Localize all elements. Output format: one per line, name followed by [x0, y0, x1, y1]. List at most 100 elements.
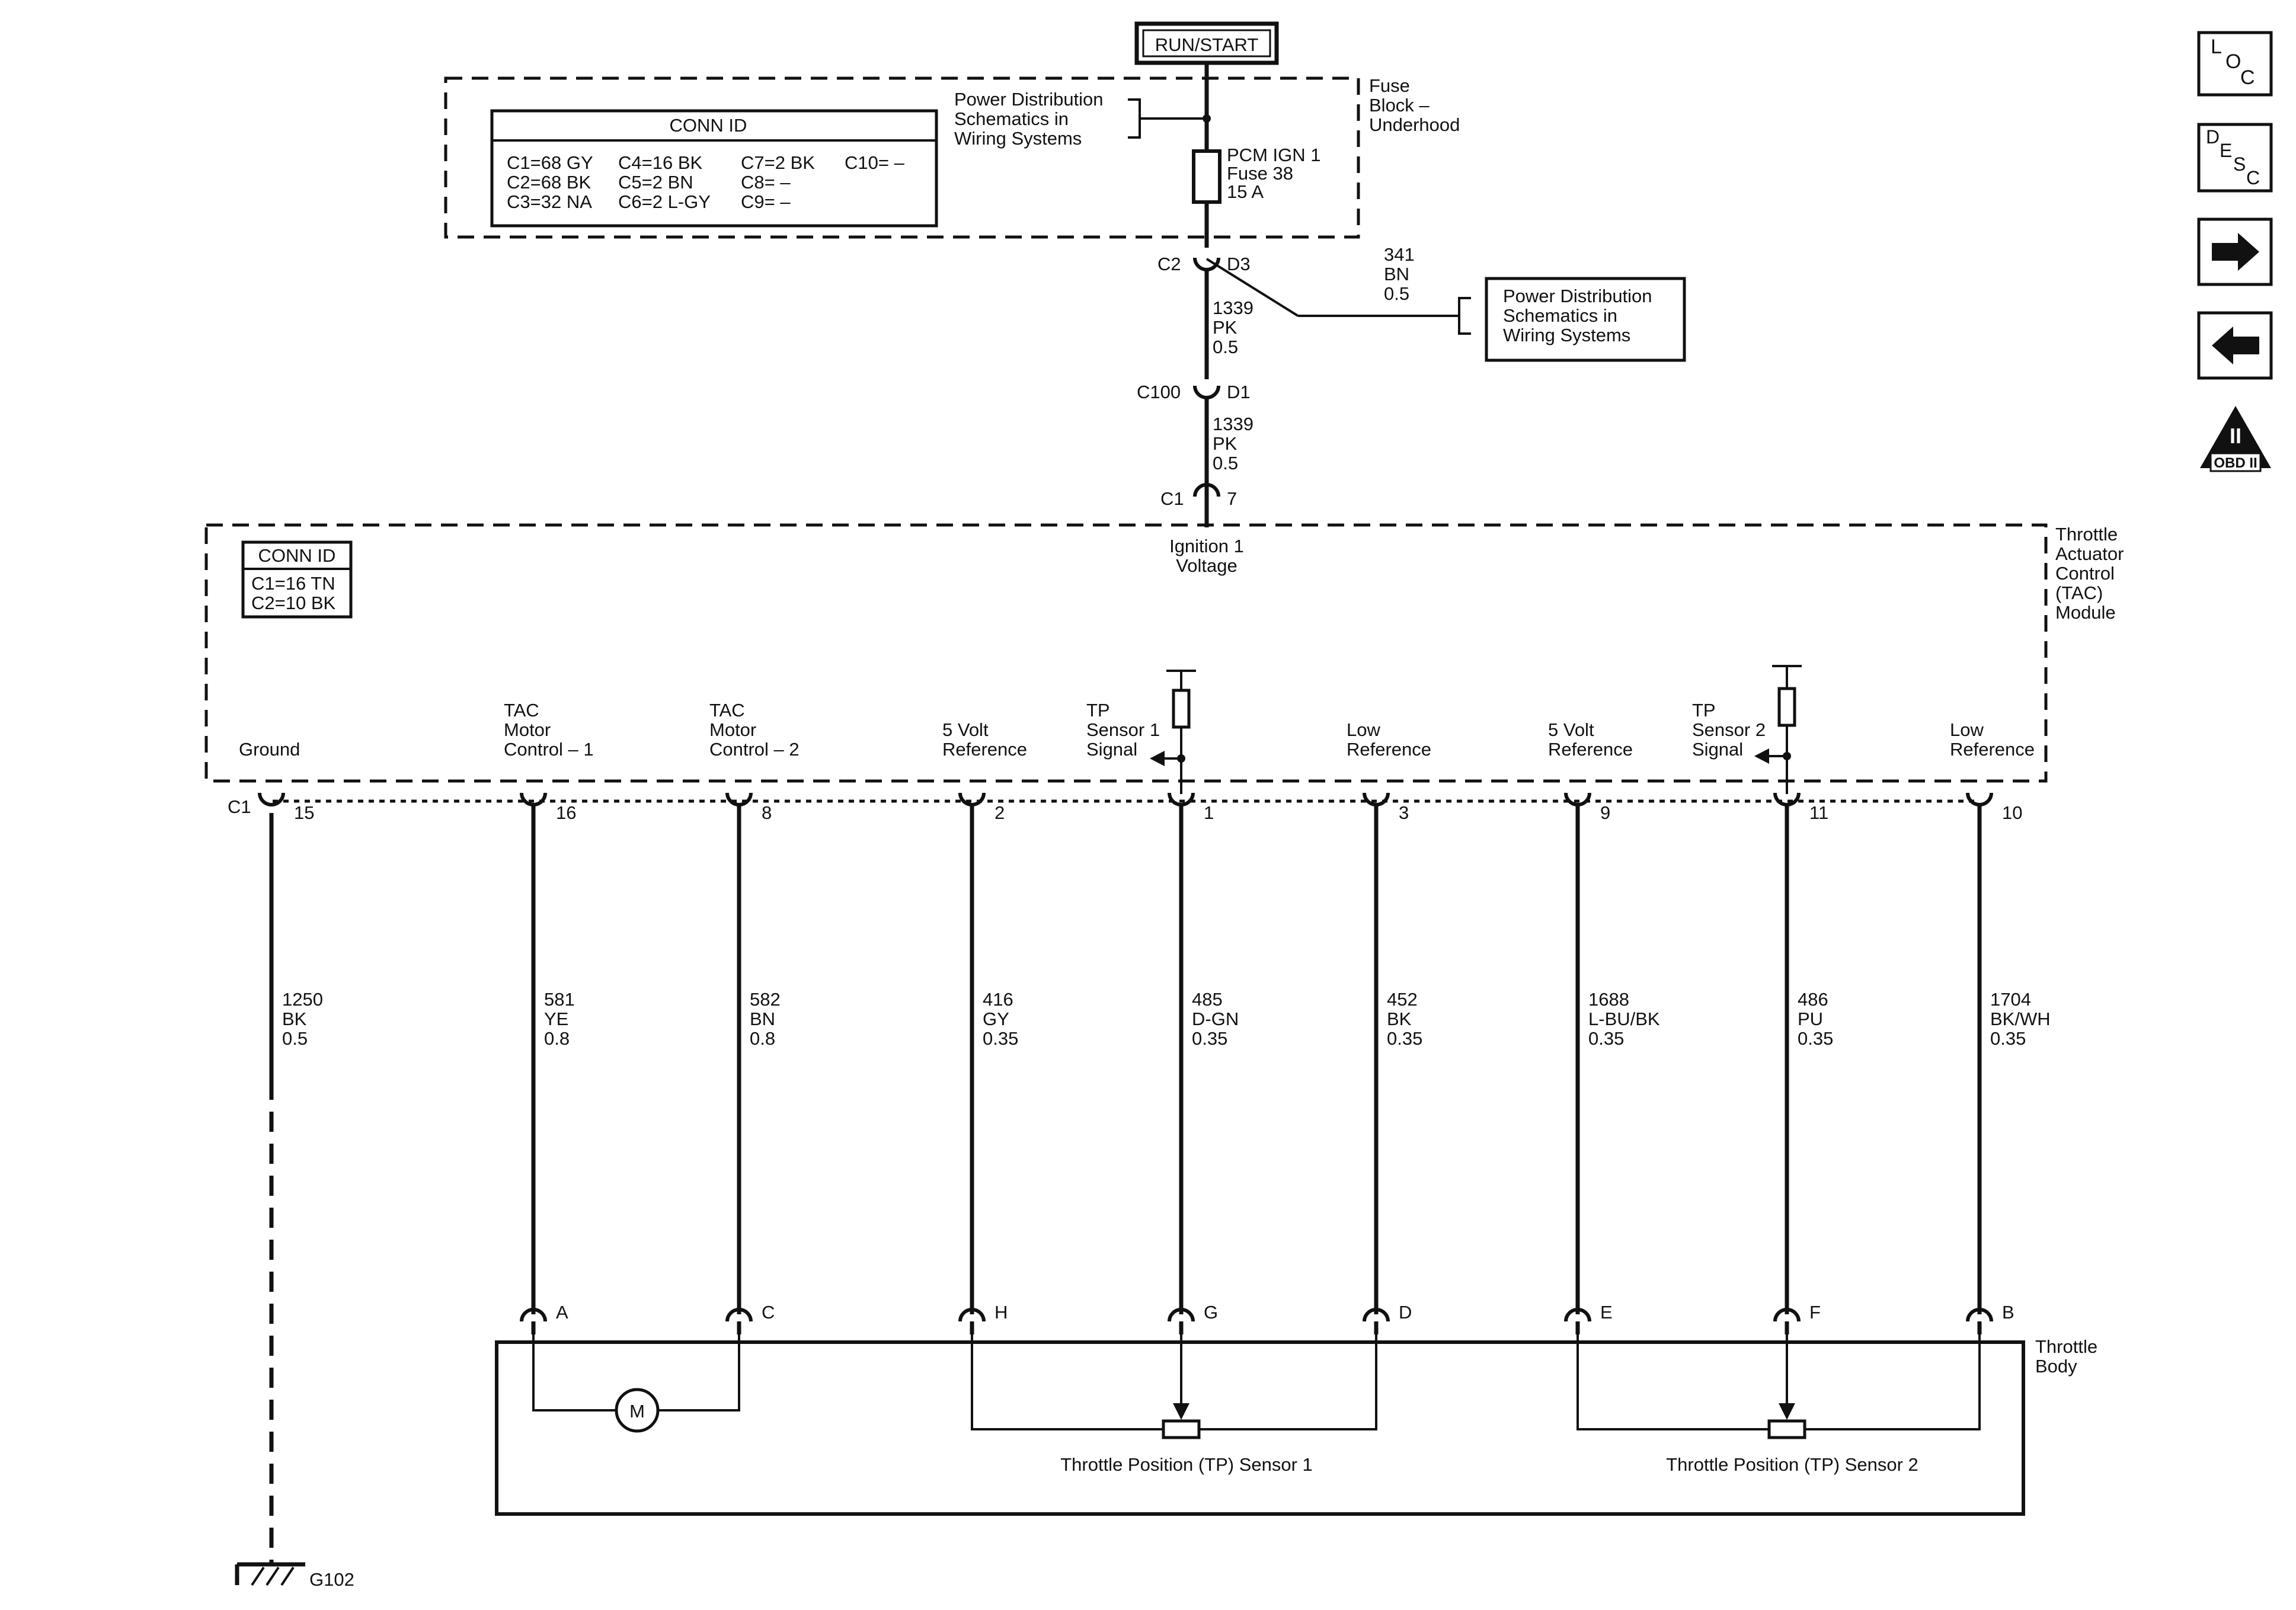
c1-pin-connector — [1363, 792, 1390, 806]
wire-gauge: 0.5 — [1384, 283, 1409, 304]
connector-c2-d3: C2 D3 — [1157, 254, 1251, 274]
fuse-block-label-1: Fuse — [1369, 75, 1410, 96]
tp1-pullup-resistor — [1150, 670, 1196, 794]
pin-function-label: Sensor 1 — [1086, 719, 1160, 740]
wire-color: YE — [544, 1009, 568, 1029]
wire-gauge: 0.5 — [1213, 453, 1238, 473]
c1-connector-label: C1 — [228, 796, 251, 817]
fuse-block-underhood: Fuse Block – Underhood — [444, 75, 1460, 239]
pin-function-label: Sensor 2 — [1692, 719, 1766, 740]
pin-number: 11 — [1809, 802, 1828, 823]
obd-ii-button[interactable]: II OBD II — [2200, 406, 2271, 472]
pin-number: 15 — [294, 802, 314, 823]
pin-function-label: 5 Volt — [1548, 719, 1594, 740]
pin-function-label: TP — [1086, 700, 1110, 721]
wire-circuit: 1688 — [1588, 989, 1629, 1010]
pin-function-label: Reference — [1347, 739, 1431, 760]
throttle-body-pin-connector — [520, 1308, 547, 1322]
next-arrow-button[interactable] — [2197, 217, 2273, 286]
arrow-right-icon — [2212, 233, 2259, 271]
c1-pin-connector — [520, 792, 547, 806]
prev-arrow-button[interactable] — [2197, 311, 2273, 380]
power-distribution-ref-top: Power Distribution Schematics in Wiring … — [954, 89, 1211, 149]
conn-id-cell: C10= – — [845, 152, 905, 173]
throttle-body-pin-letter: G — [1204, 1302, 1218, 1323]
ref-line: Wiring Systems — [1503, 325, 1630, 345]
ignition-label: Voltage — [1176, 555, 1237, 576]
fuse-block-label-2: Block – — [1369, 95, 1430, 116]
pin-function-label: Control – 1 — [504, 739, 594, 760]
wire-circuit: 452 — [1387, 989, 1418, 1010]
connector-label: D1 — [1227, 382, 1251, 402]
obd-ii-label: OBD II — [2214, 455, 2257, 471]
pin-function-label: TAC — [504, 700, 539, 721]
wire-gauge: 0.5 — [1213, 337, 1238, 357]
pin-number: 10 — [2002, 802, 2022, 823]
wire-color: PK — [1213, 433, 1237, 454]
throttle-body-pin-connector — [1773, 1308, 1801, 1322]
tp-sensor-1-label: Throttle Position (TP) Sensor 1 — [1060, 1454, 1313, 1475]
throttle-body-pin-letter: C — [762, 1302, 775, 1323]
pin-function-label: TAC — [709, 700, 745, 721]
throttle-body-pin-letter: H — [994, 1302, 1008, 1323]
pin-function-label: 5 Volt — [942, 719, 989, 740]
c1-pin-connector — [725, 792, 753, 806]
wire-circuit: 1704 — [1990, 989, 2031, 1010]
pin-number: 3 — [1399, 802, 1409, 823]
tac-module: Throttle Actuator Control (TAC) Module I… — [204, 523, 2124, 783]
wire-circuit: 581 — [544, 989, 575, 1010]
c1-pin-connector — [1966, 792, 1993, 806]
conn-id-cell: C7=2 BK — [741, 152, 815, 173]
obd-ii-icon: II — [2230, 424, 2241, 448]
pin-number: 16 — [556, 802, 576, 823]
c1-pin-connector — [1773, 792, 1801, 806]
throttle-body-label: Body — [2035, 1356, 2077, 1377]
conn-id-title: CONN ID — [258, 545, 336, 566]
throttle-body-pin-connector — [1363, 1308, 1390, 1322]
wire-color: BK — [282, 1009, 307, 1029]
wire-gauge: 0.8 — [750, 1028, 775, 1049]
wire-circuit: 416 — [983, 989, 1013, 1010]
loc-button[interactable]: L O C — [2197, 31, 2273, 97]
throttle-body-pin-letter: A — [556, 1302, 568, 1323]
wire-color: D-GN — [1192, 1009, 1239, 1029]
wire-circuit: 486 — [1798, 989, 1828, 1010]
tac-label-line: Throttle — [2055, 524, 2118, 545]
ref-line: Wiring Systems — [954, 128, 1082, 149]
conn-id-cell: C5=2 BN — [618, 172, 693, 193]
tac-label-line: Control — [2055, 563, 2115, 584]
wire-circuit: 485 — [1192, 989, 1223, 1010]
wire-color: PU — [1798, 1009, 1823, 1029]
conn-id-cell: C6=2 L-GY — [618, 191, 711, 212]
loc-letter: C — [2240, 66, 2255, 89]
loc-letter: O — [2225, 50, 2241, 73]
fuse-pcm-ign-1: PCM IGN 1 Fuse 38 15 A — [1192, 145, 1320, 204]
ref-line: Schematics in — [1503, 305, 1617, 326]
connector-label: C100 — [1137, 382, 1181, 402]
wire-color: BN — [750, 1009, 775, 1029]
desc-button[interactable]: D E S C — [2197, 123, 2273, 193]
wire-gauge: 0.5 — [282, 1028, 308, 1049]
wire-gauge: 0.35 — [1798, 1028, 1833, 1049]
wire-color: BN — [1384, 264, 1409, 284]
fuse-line: 15 A — [1227, 181, 1264, 202]
throttle-body-pin-letter: B — [2002, 1302, 2014, 1323]
wire-color: BK — [1387, 1009, 1412, 1029]
wire-circuit: 582 — [750, 989, 781, 1010]
c1-pin-connector — [958, 792, 986, 806]
connector-label: C2 — [1157, 254, 1181, 274]
throttle-body-pin-connector — [1564, 1308, 1591, 1322]
throttle-body-pin-letter: F — [1809, 1302, 1821, 1323]
motor-icon: M — [629, 1401, 645, 1422]
wire-color: GY — [983, 1009, 1009, 1029]
pin-function-label: Motor — [709, 719, 756, 740]
wire-gauge: 0.35 — [983, 1028, 1018, 1049]
tp-sensor-1: Throttle Position (TP) Sensor 1 — [971, 1333, 1377, 1475]
pin-function-label: Low — [1950, 719, 1984, 740]
